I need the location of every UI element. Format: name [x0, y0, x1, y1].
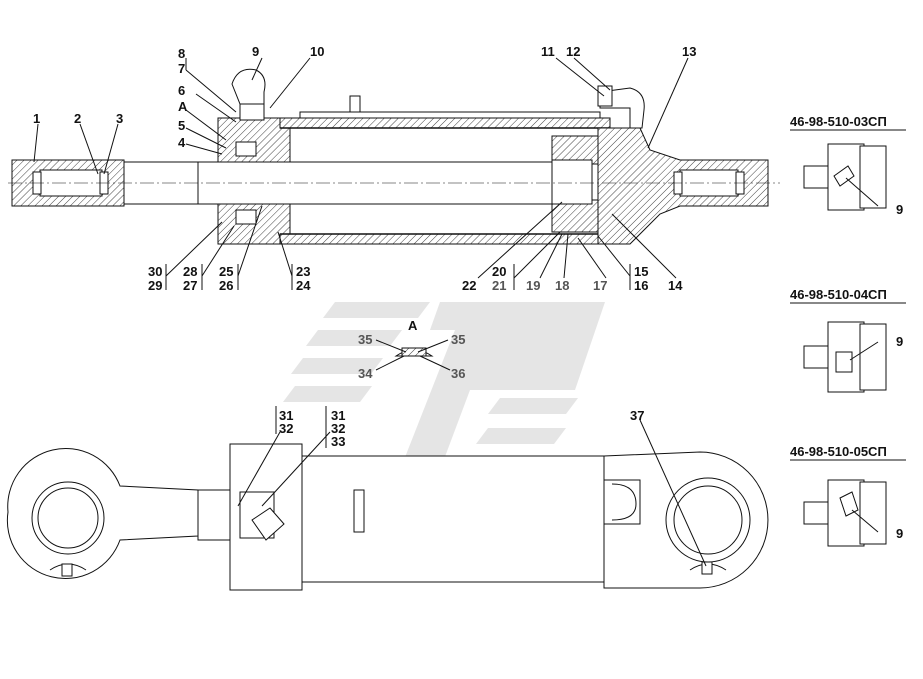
- exterior-view: [6, 406, 769, 591]
- callout-28: 28: [183, 264, 197, 279]
- callout-20: 20: [492, 264, 506, 279]
- callout-22: 22: [462, 278, 476, 293]
- callout-labels: 1 2 3 8 7 6 А 5 4 9 10 11 12 13 30 29 28…: [33, 44, 696, 449]
- callout-3: 3: [116, 111, 123, 126]
- callout-29: 29: [148, 278, 162, 293]
- callout-2: 2: [74, 111, 81, 126]
- section-view: [8, 68, 780, 245]
- callout-34: 34: [358, 366, 373, 381]
- callout-35-right: 35: [451, 332, 465, 347]
- callout-25: 25: [219, 264, 233, 279]
- callout-24: 24: [296, 278, 311, 293]
- callout-4: 4: [178, 135, 186, 150]
- variant-05-callout: 9: [896, 526, 903, 541]
- callout-7: 7: [178, 61, 185, 76]
- leader-lines-top: [33, 57, 689, 290]
- variant-view-05: [803, 479, 887, 547]
- variant-03-callout: 9: [896, 202, 903, 217]
- callout-a: А: [178, 99, 188, 114]
- callout-9: 9: [252, 44, 259, 59]
- callout-15: 15: [634, 264, 648, 279]
- callout-32-left: 32: [279, 421, 293, 436]
- callout-23: 23: [296, 264, 310, 279]
- variant-title-05: 46-98-510-05СП: [790, 444, 887, 459]
- barrel-wall-top: [279, 117, 611, 129]
- callout-37: 37: [630, 408, 644, 423]
- callout-12: 12: [566, 44, 580, 59]
- callout-27: 27: [183, 278, 197, 293]
- variant-view-03: [803, 143, 887, 211]
- callout-a-detail: А: [408, 318, 418, 333]
- variant-title-03: 46-98-510-03СП: [790, 114, 887, 129]
- callout-35-left: 35: [358, 332, 372, 347]
- variant-title-04: 46-98-510-04СП: [790, 287, 887, 302]
- callout-11: 11: [541, 44, 555, 59]
- callout-19: 19: [526, 278, 540, 293]
- variant-view-04: [803, 321, 887, 393]
- callout-5: 5: [178, 118, 185, 133]
- callout-18: 18: [555, 278, 569, 293]
- callout-17: 17: [593, 278, 607, 293]
- callout-26: 26: [219, 278, 233, 293]
- callout-1: 1: [33, 111, 40, 126]
- callout-36: 36: [451, 366, 465, 381]
- callout-8: 8: [178, 46, 185, 61]
- variant-04-callout: 9: [896, 334, 903, 349]
- callout-16: 16: [634, 278, 648, 293]
- callout-31-left: 31: [279, 408, 293, 423]
- callout-30: 30: [148, 264, 162, 279]
- callout-32-right: 32: [331, 421, 345, 436]
- callout-31-right: 31: [331, 408, 345, 423]
- barrel-exterior: [301, 455, 605, 583]
- detail-a: [375, 339, 451, 371]
- callout-14: 14: [668, 278, 683, 293]
- callout-6: 6: [178, 83, 185, 98]
- callout-33: 33: [331, 434, 345, 449]
- callout-10: 10: [310, 44, 324, 59]
- callout-13: 13: [682, 44, 696, 59]
- barrel-wall-bottom: [279, 233, 611, 245]
- callout-21: 21: [492, 278, 506, 293]
